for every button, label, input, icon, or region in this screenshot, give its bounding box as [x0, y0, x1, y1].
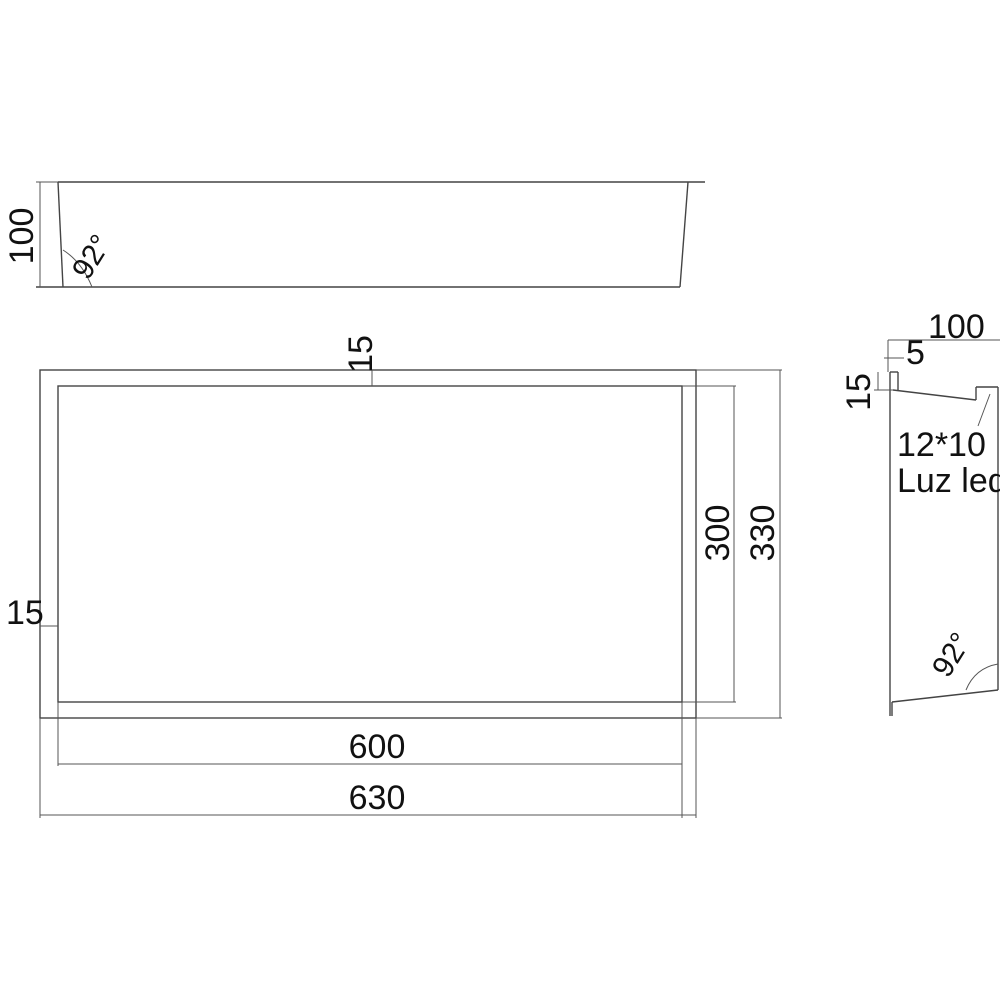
front-view-outer-frame — [39, 369, 697, 719]
side-view-offset-label: 5 — [906, 334, 925, 372]
front-view-left-border-label: 15 — [6, 594, 44, 632]
top-view-right-edge — [679, 181, 689, 288]
top-view-angle-label: 92° — [66, 229, 118, 285]
side-view: 100 5 15 12*10 Luz led 92° — [840, 308, 1000, 716]
top-view-left-edge — [57, 181, 64, 288]
side-view-bottom-face — [891, 689, 999, 703]
front-view: 15 15 300 330 600 630 — [6, 335, 782, 818]
front-view-outer-height-label: 330 — [744, 505, 782, 562]
front-view-inner-width-label: 600 — [349, 728, 406, 766]
top-view-angle-arc — [62, 249, 93, 288]
side-view-angle-arc — [965, 663, 999, 691]
top-view-depth-label: 100 — [3, 208, 41, 265]
top-view: 100 92° — [3, 181, 705, 288]
front-view-inner-height-label: 300 — [699, 505, 737, 562]
side-view-led-leader — [977, 393, 991, 427]
front-view-outer-width-label: 630 — [349, 779, 406, 817]
side-view-border-label: 15 — [840, 373, 878, 411]
side-view-led-text-label: Luz led — [897, 462, 1000, 500]
side-view-angle-label: 92° — [926, 627, 978, 683]
side-view-depth-label: 100 — [928, 308, 985, 346]
front-view-inner-opening — [57, 385, 683, 703]
side-view-top-face — [892, 389, 977, 401]
side-view-led-size-label: 12*10 — [897, 426, 986, 464]
front-view-top-border-label: 15 — [342, 335, 380, 373]
